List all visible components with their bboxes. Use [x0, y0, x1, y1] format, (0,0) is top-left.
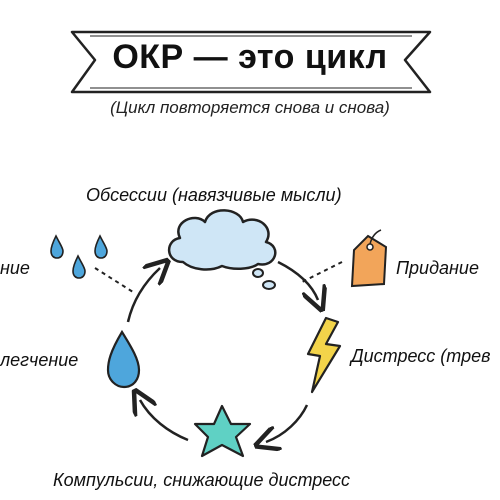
title-banner — [0, 0, 500, 110]
arrow-relief-to-obsessions — [126, 268, 160, 323]
label-obsessions: Обсессии (навязчивые мысли) — [86, 185, 342, 205]
label-distress: Дистресс (трев — [351, 346, 491, 366]
page-subtitle: (Цикл повторяется снова и снова) — [110, 98, 390, 117]
cloud-icon — [167, 209, 277, 290]
lightning-icon — [306, 316, 342, 394]
tag-icon — [350, 229, 388, 288]
label-left-partial: ние — [0, 258, 30, 278]
arrow-cloud-to-distress — [277, 260, 318, 300]
label-compulsions: Компульсии, снижающие дистресс — [53, 470, 351, 490]
dashed-connector-right — [301, 261, 343, 283]
arrow-distress-to-compulsions — [266, 404, 309, 442]
drops-icon — [50, 234, 108, 279]
banner-ribbon — [70, 30, 432, 94]
label-relief: легчение — [0, 350, 79, 370]
label-right-partial: Придание — [396, 258, 479, 278]
drop-icon — [106, 329, 141, 389]
page-title: ОКР — это цикл — [112, 38, 388, 76]
dashed-connector-left — [94, 267, 134, 293]
star-icon — [193, 404, 252, 458]
arrow-compulsions-to-relief — [140, 400, 189, 442]
